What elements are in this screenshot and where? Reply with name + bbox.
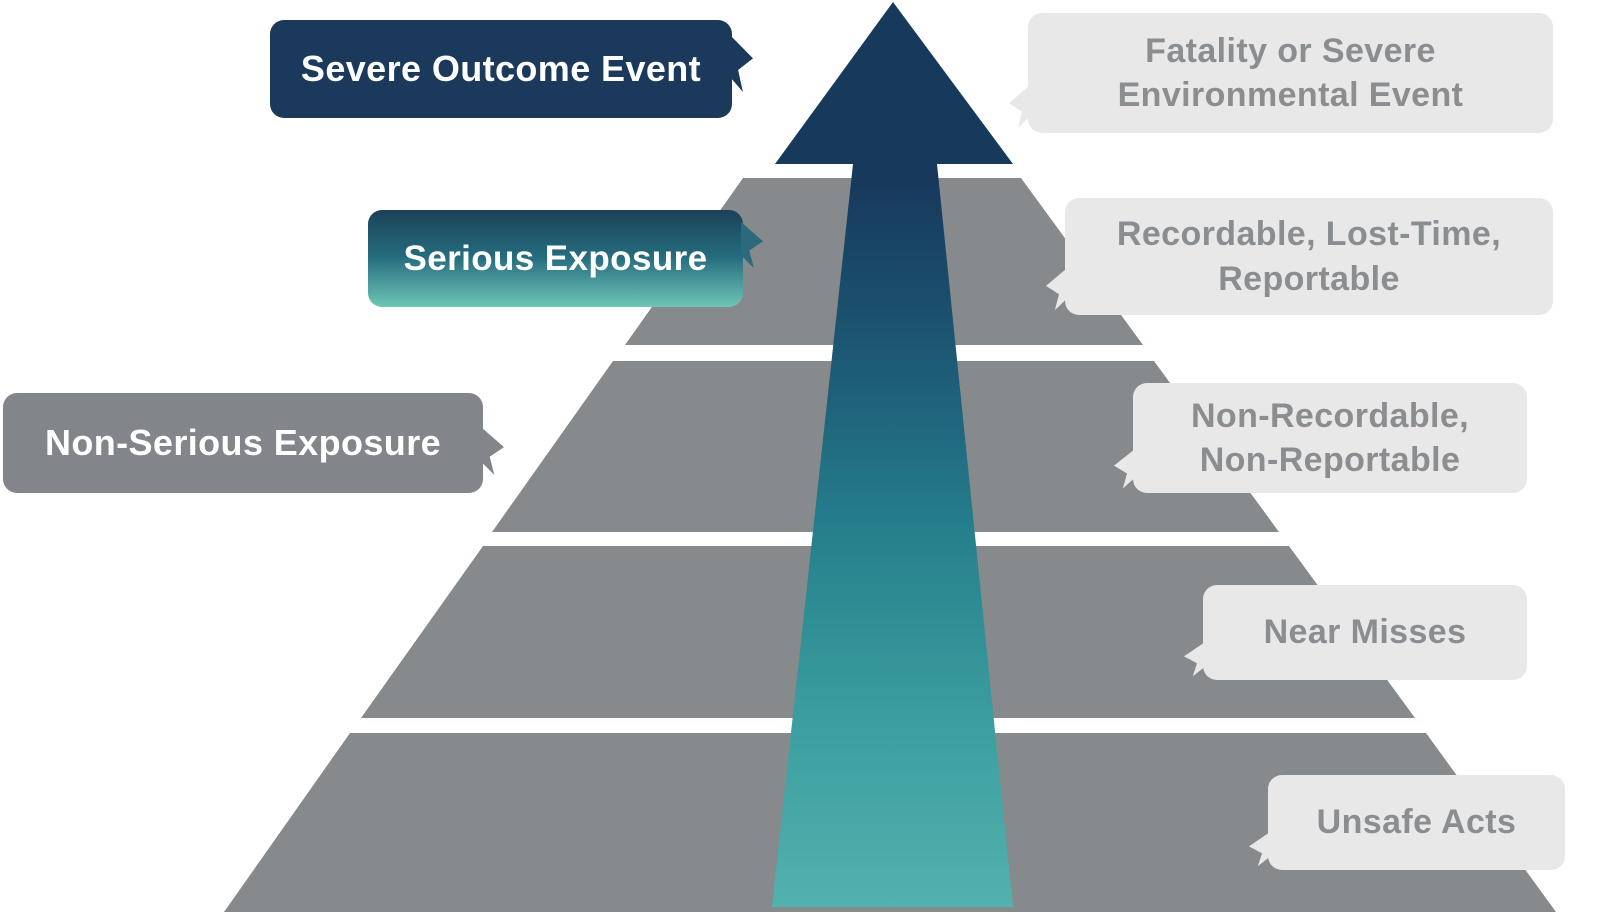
callout-non-recordable-non-reportable: Non-Recordable, Non-Reportable [1114,383,1527,493]
callout-severe-outcome-event: Severe Outcome Event [270,20,753,118]
callout-unsafe-acts: Unsafe Acts [1249,775,1565,870]
callout-fatality-or-severe-environmental-event: Fatality or Severe Environmental Event [1009,13,1553,133]
callout-non-serious-exposure: Non-Serious Exposure [3,393,504,493]
callout-label-line1: Fatality or Severe [1145,31,1436,70]
callout-label-line2: Non-Reportable [1199,441,1461,479]
callout-label-line1: Near Misses [1263,613,1467,652]
callout-serious-exposure: Serious Exposure [368,210,763,307]
callout-label: Severe Outcome Event [300,48,702,89]
callout-label-line1: Recordable, Lost-Time, [1116,215,1502,254]
callout-label-line2: Environmental Event [1117,76,1464,114]
callout-label: Serious Exposure [403,238,708,278]
callout-label-line1: Unsafe Acts [1316,803,1517,842]
callout-recordable-lost-time-reportable: Recordable, Lost-Time, Reportable [1046,198,1553,315]
callout-label-line1: Non-Recordable, [1190,396,1470,435]
callout-near-misses: Near Misses [1184,585,1527,680]
severity-arrow [772,2,1013,907]
callout-label-line2: Reportable [1218,259,1400,298]
callout-label: Non-Serious Exposure [44,422,442,463]
